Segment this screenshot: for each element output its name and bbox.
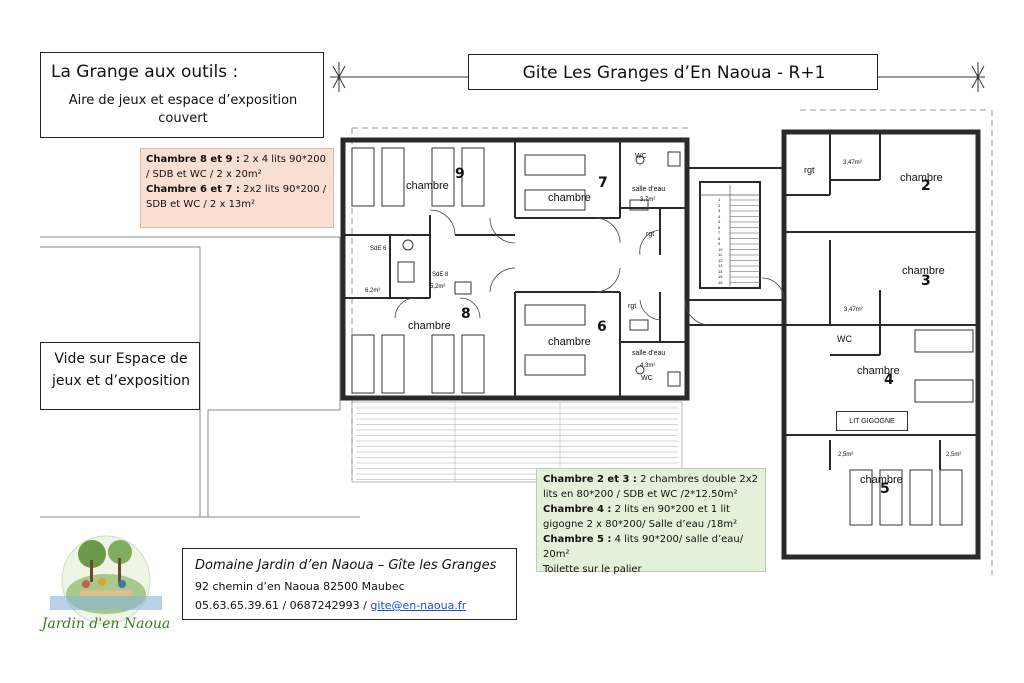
room-number-8: 8: [461, 306, 471, 322]
label-rgt-2: rgt: [804, 165, 815, 175]
label-rgt-7: rgt: [646, 231, 655, 238]
stair-number: 11: [718, 252, 723, 257]
label-salle-eau-7: salle d'eau: [632, 186, 666, 193]
area-2: 3,47m²: [843, 160, 862, 166]
contact-name: Domaine Jardin d’en Naoua – Gîte les Gra…: [195, 558, 497, 573]
label-chambre-3: chambre: [902, 265, 945, 277]
room-number-3: 3: [921, 273, 931, 289]
stair-number: 8: [718, 235, 721, 241]
void-note-line1: Vide sur Espace de: [54, 351, 188, 367]
stair-number: 1: [718, 197, 721, 202]
area-62: 6,2m²: [365, 288, 381, 294]
toilet-note: Toilette sur le palier: [543, 564, 642, 575]
rooms-2-3-desc: Chambre 2 et 3 : 2 chambres double 2x2 l…: [543, 474, 759, 500]
room-number-5: 5: [880, 481, 890, 497]
label-chambre-2: chambre: [900, 172, 943, 184]
label-chambre-4: chambre: [857, 365, 900, 377]
stair-number: 14: [718, 268, 723, 274]
room-number-4: 4: [884, 372, 894, 388]
room-number-2: 2: [921, 178, 931, 194]
area-7: 3,7m²: [640, 197, 656, 203]
beds-left: [351, 147, 586, 394]
label-rgt-6: rgt: [628, 303, 637, 310]
area-3: 3,47m²: [844, 307, 863, 313]
grange-subtitle-2: couvert: [158, 111, 208, 126]
stair-number: 5: [718, 219, 721, 224]
stair-number: 4: [718, 213, 721, 219]
stair-number: 9: [718, 241, 721, 246]
stair-steps: [730, 199, 760, 283]
label-sde6: SdE 6: [370, 246, 387, 252]
email-link[interactable]: gite@en-naoua.fr: [370, 599, 467, 612]
right-interior-walls: [786, 134, 976, 470]
stair-number: 13: [718, 263, 723, 268]
rooms-right-note: Chambre 2 et 3 : 2 chambres double 2x2 l…: [536, 468, 766, 575]
stair-number: 3: [718, 208, 721, 213]
stair-block: [687, 167, 784, 326]
grange-subtitle-1: Aire de jeux et espace d’exposition: [68, 93, 298, 108]
grange-box: La Grange aux outils : Aire de jeux et e…: [40, 52, 324, 138]
rooms-6-7-desc: Chambre 6 et 7 : 2x2 lits 90*200 / SDB e…: [146, 184, 327, 210]
area-25-left: 2,5m²: [838, 452, 854, 458]
grange-outline: [40, 236, 360, 518]
logo-text: Jardin d'en Naoua: [41, 616, 171, 632]
area-25-right: 2,5m²: [946, 452, 962, 458]
beds-right: [849, 329, 974, 526]
stair-number: 16: [718, 279, 723, 285]
void-note-line2: jeux et d’exposition: [51, 373, 191, 389]
logo: Jardin d'en Naoua: [40, 532, 172, 644]
stair-number: 7: [718, 230, 721, 235]
area-6: 4,3m²: [640, 363, 656, 369]
bath-fixtures: [397, 151, 681, 387]
stair-treads: [700, 185, 760, 286]
terrace: [351, 401, 683, 483]
label-wc-7: WC: [635, 153, 647, 160]
lit-gigogne-box: LIT GIGOGNE: [836, 411, 908, 431]
room-number-7: 7: [598, 175, 608, 191]
gite-title-box: Gite Les Granges d’En Naoua - R+1: [468, 54, 878, 90]
stair-number: 10: [718, 246, 723, 252]
void-note: Vide sur Espace de jeux et d’exposition: [40, 342, 200, 410]
gite-title: Gite Les Granges d’En Naoua - R+1: [522, 63, 826, 83]
left-building-walls: [340, 137, 690, 401]
left-interior-walls: [345, 142, 685, 396]
room-4-desc: Chambre 4 : 2 lits en 90*200 et 1 lit gi…: [543, 504, 738, 530]
label-chambre-5: chambre: [860, 474, 903, 486]
grange-title: La Grange aux outils :: [51, 62, 239, 82]
contact-phones: 05.63.65.39.61 / 0687242993 / gite@en-na…: [195, 599, 467, 612]
room-5-desc: Chambre 5 : 4 lits 90*200/ salle d’eau/ …: [543, 534, 744, 560]
logo-illustration: [50, 535, 162, 625]
area-52: 5,2m²: [430, 284, 446, 290]
stair-number: 2: [718, 202, 721, 208]
stair-number: 12: [718, 257, 723, 263]
stair-number: 15: [718, 274, 723, 279]
label-salle-eau-6: salle d'eau: [632, 350, 666, 357]
label-chambre-8: chambre: [408, 320, 451, 332]
room-number-6: 6: [597, 319, 607, 335]
label-chambre-6: chambre: [548, 336, 591, 348]
rooms-left-note: Chambre 8 et 9 : 2 x 4 lits 90*200 / SDB…: [140, 148, 334, 228]
contact-address: 92 chemin d’en Naoua 82500 Maubec: [195, 580, 405, 593]
door-swings: [394, 209, 785, 326]
label-chambre-7: chambre: [548, 192, 591, 204]
label-sde8: SdE 8: [432, 272, 449, 278]
label-wc-6: WC: [641, 375, 653, 382]
right-building-walls: [781, 129, 981, 560]
contact-box: Domaine Jardin d’en Naoua – Gîte les Gra…: [182, 548, 517, 620]
rooms-8-9-desc: Chambre 8 et 9 : 2 x 4 lits 90*200 / SDB…: [146, 154, 326, 180]
room-number-9: 9: [455, 166, 465, 182]
label-wc-right: WC: [837, 334, 852, 344]
stair-number: 6: [718, 224, 721, 230]
label-chambre-9: chambre: [406, 180, 449, 192]
